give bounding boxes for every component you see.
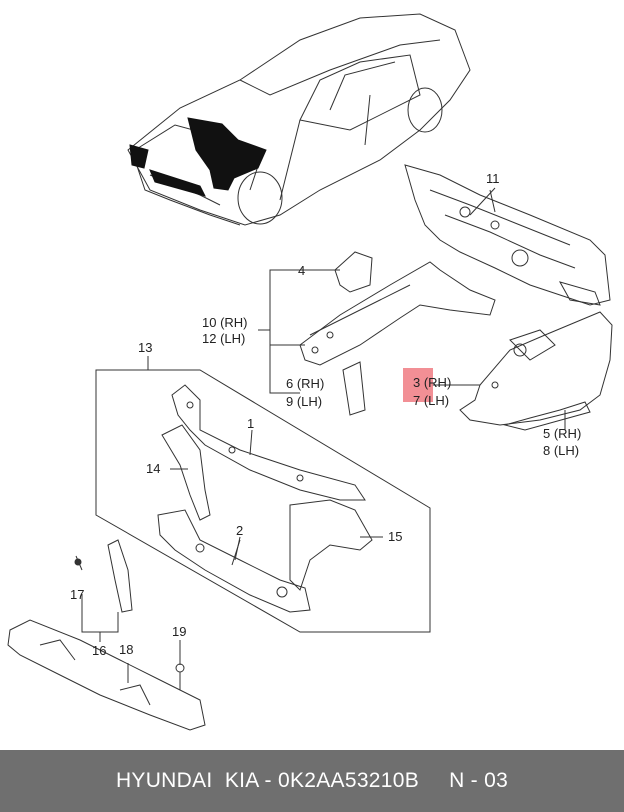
parts-diagram bbox=[7, 13, 613, 731]
footer-part-number: HYUNDAI KIA - 0K2AA53210B bbox=[115, 769, 420, 792]
callout-4: 4 bbox=[298, 263, 306, 278]
footer-page-code: N - 03 bbox=[449, 769, 509, 792]
highlighted-callout-marker bbox=[403, 368, 433, 402]
callout-3: 3 (RH) bbox=[413, 375, 452, 390]
carrier-assembly-outline bbox=[95, 369, 431, 633]
hood-latch-bracket-16 bbox=[74, 539, 133, 642]
callout-6: 6 (RH) bbox=[286, 376, 325, 391]
car-illustration bbox=[127, 13, 471, 226]
callout-18: 18 bbox=[119, 642, 134, 657]
upper-cover-18 bbox=[7, 619, 206, 731]
callout-5: 5 (RH) bbox=[543, 426, 582, 441]
upper-carrier-part bbox=[171, 384, 366, 501]
callout-11: 11 bbox=[486, 171, 500, 186]
callout-10: 10 (RH) bbox=[202, 315, 248, 330]
front-side-member-left bbox=[299, 251, 496, 416]
callout-13: 13 bbox=[138, 340, 153, 355]
callout-2: 2 bbox=[236, 523, 244, 538]
callout-16: 16 bbox=[92, 643, 107, 658]
callout-8: 8 (LH) bbox=[543, 443, 580, 458]
callout-15: 15 bbox=[388, 529, 403, 544]
front-side-member-right bbox=[432, 311, 613, 431]
footer-bar: HYUNDAI KIA - 0K2AA53210B N - 03 bbox=[0, 750, 624, 812]
callout-19: 19 bbox=[172, 624, 187, 639]
callout-12: 12 (LH) bbox=[202, 331, 246, 346]
callout-17: 17 bbox=[70, 587, 85, 602]
carrier-stay-14 bbox=[161, 424, 211, 521]
bolt-19 bbox=[175, 640, 185, 690]
callout-9: 9 (LH) bbox=[286, 394, 323, 409]
leader-lines-left bbox=[258, 269, 340, 394]
callout-1: 1 bbox=[247, 416, 255, 431]
dash-panel-part bbox=[404, 164, 611, 306]
callout-7: 7 (LH) bbox=[413, 393, 450, 408]
lower-carrier-part bbox=[157, 509, 311, 613]
callout-14: 14 bbox=[146, 461, 161, 476]
carrier-stay-15 bbox=[289, 499, 383, 591]
